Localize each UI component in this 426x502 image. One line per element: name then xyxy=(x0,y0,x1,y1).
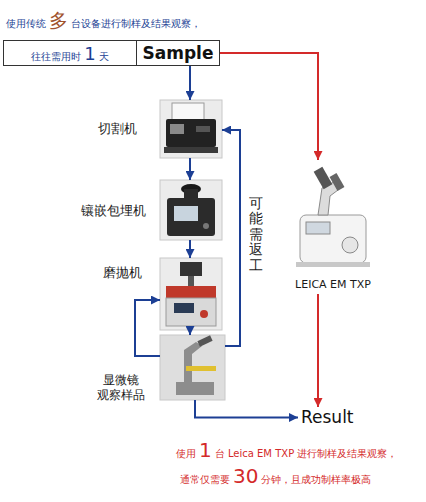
mounting-press-picture xyxy=(160,180,222,240)
node-text: LEICA EM TXP xyxy=(295,278,371,291)
mounting-press-picture-part xyxy=(167,198,215,236)
microscope-picture-part xyxy=(197,335,212,346)
leica-em-txp-picture-part xyxy=(318,182,338,215)
note-text: 台 Leica EM TXP 进行制样及结果观察， xyxy=(215,447,398,461)
polisher-picture xyxy=(160,258,222,330)
cutting-machine-picture-part xyxy=(166,119,216,147)
flow-arrow xyxy=(189,66,191,100)
machine-node: 切割机 xyxy=(160,100,222,158)
cutting-machine-picture-part xyxy=(160,100,222,158)
note-text: 通常仅需要 xyxy=(180,473,230,487)
flow-arrow xyxy=(317,294,319,407)
node-text: 1 xyxy=(84,43,95,64)
polisher-picture-part xyxy=(160,258,222,330)
cutting-machine-picture-part xyxy=(170,124,184,134)
leica-em-txp-picture-part xyxy=(330,173,345,191)
flow-arrow xyxy=(189,240,191,258)
cutting-machine-picture-part xyxy=(172,103,204,121)
mounting-press-picture-part xyxy=(174,206,198,221)
machine-node: 显微镜 观察样品 xyxy=(160,335,225,400)
node-text: 显微镜 观察样品 xyxy=(90,373,152,403)
text-line: 使用1台 Leica EM TXP 进行制样及结果观察， xyxy=(176,438,397,462)
flow-arrow xyxy=(135,300,160,356)
note-text: 使用传统 xyxy=(6,17,46,31)
cutting-machine-picture-part xyxy=(196,126,210,132)
edge-label: 可能需返工 xyxy=(249,196,263,273)
flow-arrow xyxy=(222,130,240,346)
flow-arrow xyxy=(189,158,191,180)
label-holder: 显微镜 观察样品 xyxy=(90,373,152,403)
node-text: 磨抛机 xyxy=(92,265,152,281)
instrument-node: LEICA EM TXP xyxy=(283,160,383,294)
cutting-machine-picture-part xyxy=(164,147,218,153)
leica-em-txp-picture-part xyxy=(296,262,370,267)
polisher-picture-part xyxy=(166,298,216,326)
microscope-picture-part xyxy=(186,366,216,371)
note-text: 30 xyxy=(233,464,258,488)
mounting-press-picture-part xyxy=(160,180,222,240)
text-line: 通常仅需要30分钟，且成功制样率极高 xyxy=(180,464,371,488)
mounting-press-picture-part xyxy=(203,223,209,229)
note-text: 台设备进行制样及结果观察， xyxy=(71,17,201,31)
note-text: 多 xyxy=(49,8,68,34)
flow-arrow xyxy=(189,330,191,335)
leica-em-txp-picture xyxy=(296,167,370,267)
sample-cell: Sample xyxy=(136,40,220,66)
text-line: 使用传统多台设备进行制样及结果观察， xyxy=(6,8,201,34)
flow-arrow xyxy=(220,53,318,160)
polisher-picture-part xyxy=(180,262,202,276)
leica-em-txp-picture-part xyxy=(342,237,358,253)
cutting-machine-picture xyxy=(160,100,222,158)
note-text: 1 xyxy=(199,438,212,462)
microscope-picture-part xyxy=(160,335,225,400)
label-holder: 切割机 xyxy=(82,121,152,137)
polisher-picture-part xyxy=(188,276,194,286)
polisher-picture-part xyxy=(166,286,216,298)
result-node: Result xyxy=(298,407,357,428)
machine-node: 磨抛机 xyxy=(160,258,222,330)
machine-node: 镶嵌包埋机 xyxy=(160,180,222,240)
node-text: 往往需用时 xyxy=(31,50,81,64)
flow-arrow xyxy=(195,400,298,418)
polisher-picture-part xyxy=(174,303,194,313)
polisher-picture-part xyxy=(200,310,208,318)
node-text: 天 xyxy=(99,50,109,64)
microscope-picture xyxy=(160,335,225,400)
node-text: 切割机 xyxy=(82,121,152,137)
note-text: 使用 xyxy=(176,447,196,461)
leica-em-txp-picture-part xyxy=(314,167,333,189)
note-text: 分钟，且成功制样率极高 xyxy=(261,473,371,487)
node-text: 镶嵌包埋机 xyxy=(74,203,152,219)
mounting-press-picture-part xyxy=(184,189,198,199)
node-text: Sample xyxy=(143,43,214,63)
label-holder: LEICA EM TXP xyxy=(283,273,383,292)
label-holder: 磨抛机 xyxy=(92,265,152,281)
label-holder: 镶嵌包埋机 xyxy=(74,203,152,219)
leica-em-txp-picture-part xyxy=(306,222,330,234)
leica-em-txp-picture-part xyxy=(300,215,366,263)
node-text: Result xyxy=(301,407,354,427)
time-cell: 往往需用时1天 xyxy=(3,40,137,66)
